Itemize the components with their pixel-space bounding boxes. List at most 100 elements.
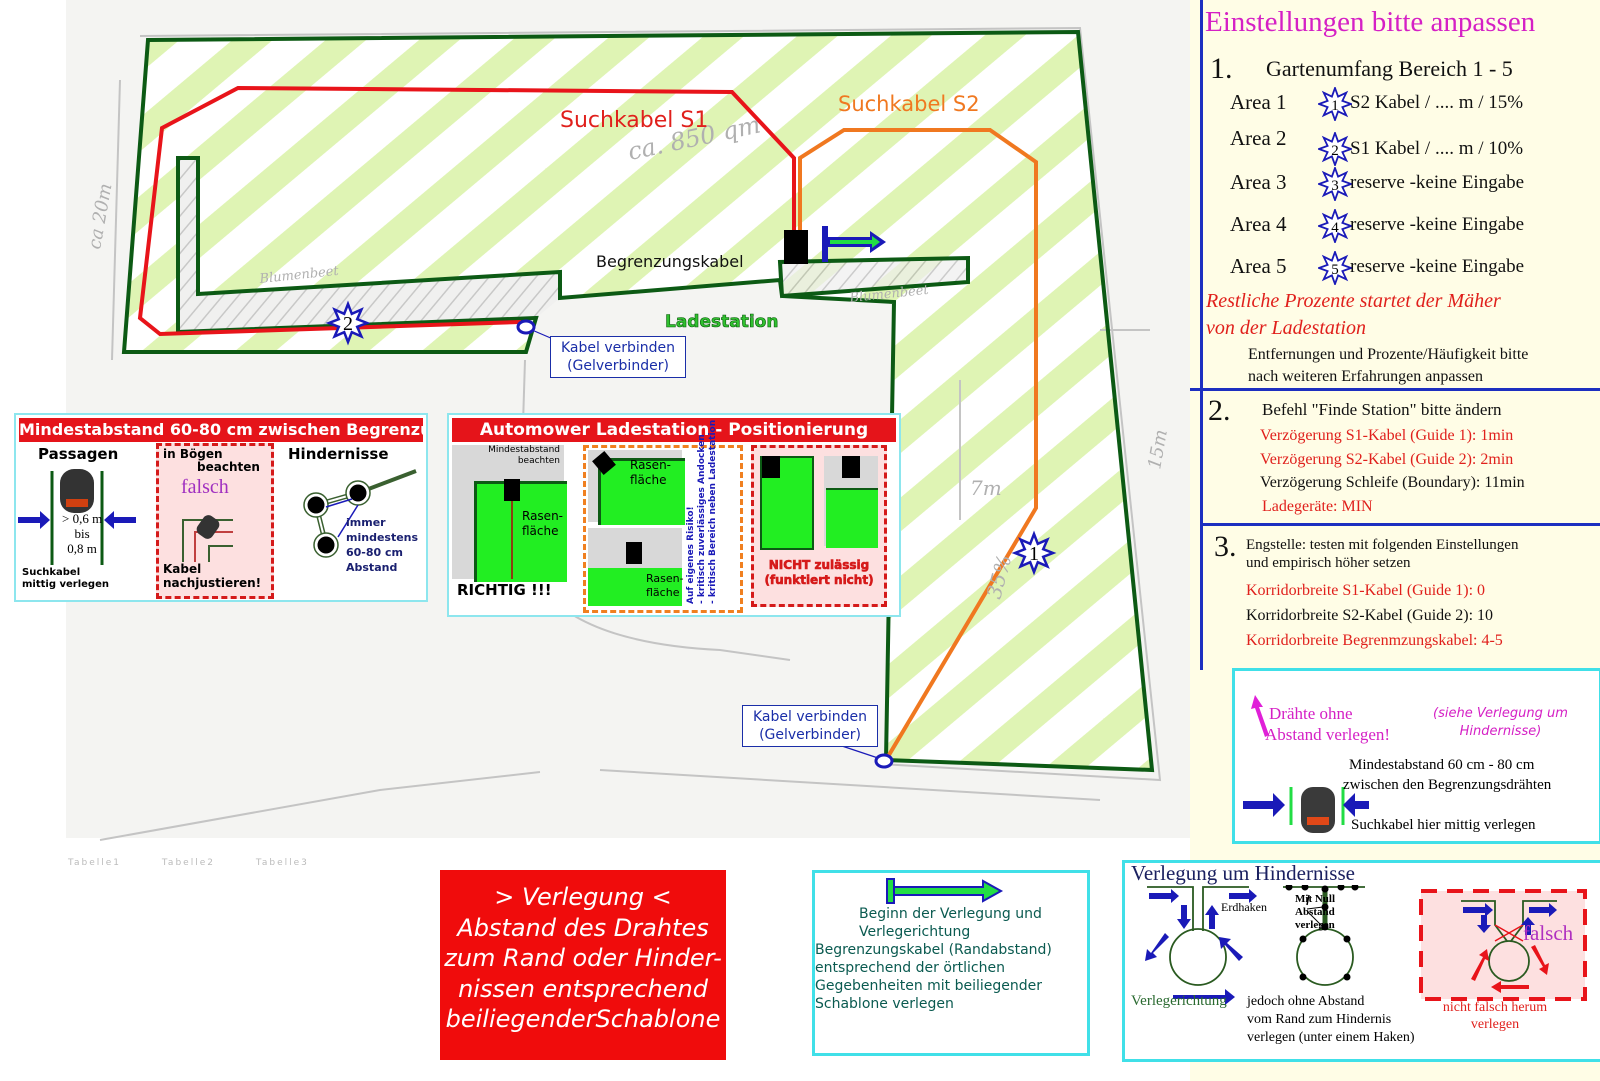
arrow-right-icon (1243, 793, 1285, 817)
panel-title: Automower Ladestation - Positionierung (452, 418, 896, 442)
start-direction-arrow-icon (822, 226, 886, 262)
risky-position-box: Rasen- fläche Rasen- fläche Auf eigenes … (583, 420, 743, 613)
passage-diagram (18, 469, 136, 565)
guide-center-text: Suchkabel hier mittig verlegen (1351, 817, 1536, 833)
mower-icon (1301, 787, 1335, 833)
settings-title: Einstellungen bitte anpassen (1205, 6, 1536, 38)
obstacles-note: immer mindestens 60-80 cm Abstand (346, 516, 419, 574)
wrong-loop-diagram (1419, 889, 1587, 1001)
magenta-arrow-icon (1251, 695, 1269, 737)
wrong-direction-note: nicht falsch herum verlegen (1442, 1000, 1548, 1032)
setting-item: Korridorbreite Begrenmzungskabel: 4-5 (1246, 632, 1503, 649)
svg-text:5: 5 (1331, 262, 1339, 278)
passage-distance: > 0,6 m bis 0,8 m (62, 511, 103, 556)
area-marker-2-icon: 2 (325, 300, 371, 346)
section1-heading: Gartenumfang Bereich 1 - 5 (1266, 56, 1513, 81)
start-direction-arrow-icon (886, 878, 1004, 904)
flowerbed-right (780, 258, 968, 296)
start-direction-text: Beginn der Verlegung und Verlegerichtung… (815, 906, 1052, 1012)
risk-warning-text: Auf eigenes Risiko! - kritisch zuverläss… (686, 419, 718, 604)
not-allowed-verdict: NICHT zulässig (funktiert nicht) (764, 558, 874, 588)
svg-text:1: 1 (1029, 543, 1039, 565)
curves-warning-box: in Bögen beachten falsch Kabel nachjusti… (156, 443, 274, 599)
connector-callout: Kabel verbinden (Gelverbinder) (550, 336, 686, 378)
passage-diagram (1243, 787, 1369, 833)
curve-cable-diagram (182, 515, 233, 562)
area-marker-1-icon: 1 (1318, 87, 1352, 121)
setting-item: Verzögerung S1-Kabel (Guide 1): 1min (1260, 427, 1514, 444)
rule-vertical (1200, 0, 1203, 670)
falsch-label: falsch (1523, 921, 1574, 945)
hindernisse-heading: Hindernisse (288, 445, 389, 463)
section-number: 1. (1210, 52, 1233, 85)
magenta-note: Drähte ohne Abstand verlegen! (1265, 704, 1391, 744)
installation-note-box: > Verlegung < Abstand des Drahtes zum Ra… (440, 870, 726, 1060)
section2-heading: Befehl "Finde Station" bitte ändern (1262, 400, 1502, 419)
zero-distance-label: Mit Null Abstand verlegen (1295, 893, 1336, 931)
sheet-tabs: Tabelle1 Tabelle2 Tabelle3 (68, 858, 345, 868)
setting-item: Korridorbreite S1-Kabel (Guide 1): 0 (1246, 582, 1486, 599)
passagen-heading: Passagen (38, 445, 119, 463)
zero-distance-note: jedoch ohne Abstand vom Rand zum Hindern… (1247, 994, 1415, 1045)
rule-horizontal (1200, 523, 1600, 526)
boundary-cable-label: Begrenzungskabel (596, 252, 744, 271)
charging-station-icon (784, 230, 808, 264)
section-number: 2. (1208, 394, 1231, 427)
charging-station-template-panel: Automower Ladestation - Positionierung M… (447, 413, 901, 617)
rule-horizontal (1190, 388, 1600, 391)
area-row: Area 5 5 reserve -keine Eingabe (1230, 251, 1590, 285)
falsch-label: falsch (181, 476, 229, 498)
min-distance-template-panel: Mindestabstand 60-80 cm zwischen Begrenz… (14, 413, 428, 602)
arrow-left-icon (104, 511, 136, 529)
area-marker-3-icon: 3 (1318, 167, 1352, 201)
setting-item: Verzögerung S2-Kabel (Guide 2): 2min (1260, 450, 1514, 468)
svg-text:1: 1 (1331, 98, 1339, 114)
charging-station-label: Ladestation (665, 312, 779, 333)
sheet-tab[interactable]: Tabelle3 (255, 858, 309, 868)
area-row: Area 3 3 reserve -keine Eingabe (1230, 167, 1590, 201)
passage-note: Suchkabel mittig verlegen (22, 567, 109, 590)
area-marker-4-icon: 4 (1318, 209, 1352, 243)
connector-callout: Kabel verbinden (Gelverbinder) (742, 705, 878, 747)
svg-text:2: 2 (1331, 143, 1339, 159)
svg-text:3: 3 (1331, 178, 1339, 194)
connector-icon (516, 319, 536, 335)
guide-cable-s1 (137, 85, 796, 337)
correct-verdict: RICHTIG !!! (457, 581, 552, 599)
find-station-settings: Verzögerung S1-Kabel (Guide 1): 1min Ver… (1260, 424, 1525, 518)
guide-s2-label: Suchkabel S2 (838, 92, 980, 116)
section-number: 3. (1214, 530, 1237, 563)
obstacles-diagram (303, 469, 417, 558)
correct-loop-diagram (1145, 886, 1257, 1005)
min-distance-legend-box: Drähte ohne Abstand verlegen! (siehe Ver… (1232, 668, 1600, 844)
flowerbed-left (178, 158, 560, 332)
obstacles-legend-box: Verlegung um Hindernisse (1122, 860, 1600, 1062)
sheet-tab[interactable]: Tabelle1 (68, 858, 122, 868)
svg-text:2: 2 (343, 313, 353, 335)
obstacles-title: Verlegung um Hindernisse (1131, 861, 1355, 885)
correct-position-diagram: Mindestabstand beachten Rasen- fläche (452, 445, 567, 582)
area-marker-2-icon: 2 (1318, 132, 1352, 166)
connector-icon (874, 753, 894, 769)
adjust-note: Entfernungen und Prozente/Häufigkeit bit… (1248, 346, 1529, 385)
charging-station-icon (504, 479, 520, 501)
area-marker-5-icon: 5 (1318, 251, 1352, 285)
handwritten-mid-dimension: 7m (970, 476, 1002, 500)
section3-heading: Engstelle: testen mit folgenden Einstell… (1246, 537, 1519, 571)
svg-text:4: 4 (1331, 220, 1339, 236)
setting-item: Korridorbreite S2-Kabel (Guide 2): 10 (1246, 607, 1494, 624)
setting-item: Ladegeräte: MIN (1262, 497, 1373, 515)
min-distance-text: Mindestabstand 60 cm - 80 cm zwischen de… (1343, 757, 1552, 793)
guide-cable-s2 (798, 128, 1038, 762)
not-allowed-box: NICHT zulässig (funktiert nicht) (751, 445, 887, 607)
obstacle-routing-diagrams (1145, 885, 1587, 1005)
arrow-right-icon (18, 511, 50, 529)
remaining-percent-note: Restliche Prozente startet der Mäher von… (1206, 290, 1501, 339)
corridor-settings: Korridorbreite S1-Kabel (Guide 1): 0 Kor… (1246, 578, 1503, 653)
panel-title: Mindestabstand 60-80 cm zwischen Begrenz… (19, 418, 423, 442)
area-row: Area 2 2 S1 Kabel / .... m / 10% (1230, 126, 1590, 166)
area-marker-1-icon: 1 (1011, 530, 1057, 576)
guide-s1-label: Suchkabel S1 (560, 108, 709, 133)
sheet-tab[interactable]: Tabelle2 (161, 858, 215, 868)
zero-distance-loop-diagram (1283, 885, 1365, 986)
